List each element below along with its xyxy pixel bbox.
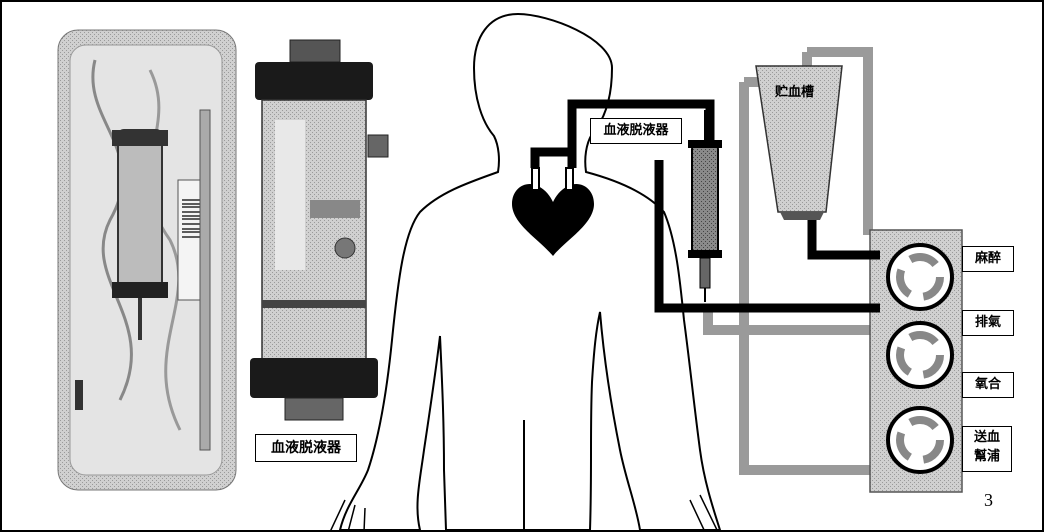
pump-label-4-line2: 幫浦 bbox=[963, 450, 1011, 463]
pump-label-3: 氧合 bbox=[962, 372, 1014, 398]
pump-label-1: 麻醉 bbox=[962, 246, 1014, 272]
bowl-photo bbox=[250, 40, 388, 420]
pump-heads bbox=[888, 245, 952, 472]
suction-device bbox=[688, 110, 722, 302]
pump-label-2: 排氣 bbox=[962, 310, 1014, 336]
photo-caption: 血液脱液器 bbox=[255, 434, 357, 462]
pump-head-3 bbox=[888, 408, 952, 472]
page-number: 3 bbox=[984, 490, 993, 511]
pump-head-1 bbox=[888, 245, 952, 309]
pump-label-4-line1: 送血 bbox=[963, 431, 1011, 444]
reservoir-label: 贮血槽 bbox=[775, 86, 814, 99]
package-photo bbox=[58, 30, 236, 490]
schematic-caption: 血液脱液器 bbox=[590, 118, 682, 144]
pump-label-4: 送血 幫浦 bbox=[962, 426, 1012, 472]
pump-head-2 bbox=[888, 323, 952, 387]
